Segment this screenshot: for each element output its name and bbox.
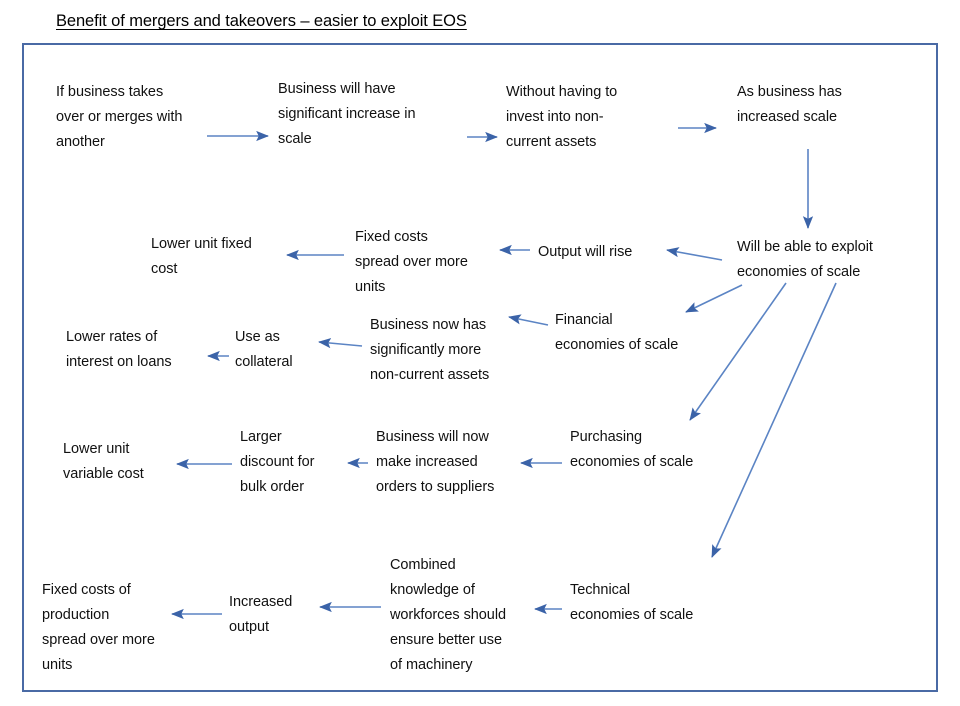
node-n8: Lower unit fixed cost <box>151 236 252 277</box>
node-n19: Increased output <box>229 594 293 635</box>
node-n13: Purchasing economies of scale <box>570 429 694 470</box>
node-n7: Fixed costs spread over more units <box>355 229 468 295</box>
node-n20: Fixed costs of production spread over mo… <box>42 582 155 673</box>
node-n14: Business will now make increased orders … <box>376 429 495 495</box>
node-n17: Technical economies of scale <box>570 582 694 623</box>
page-title: Benefit of mergers and takeovers – easie… <box>56 12 467 30</box>
node-n3: Without having to invest into non- curre… <box>506 84 618 150</box>
node-n1: If business takes over or merges with an… <box>56 84 183 150</box>
node-n15: Larger discount for bulk order <box>240 429 315 495</box>
node-n9: Financial economies of scale <box>555 312 679 353</box>
node-n6: Output will rise <box>538 244 633 260</box>
node-n12: Lower rates of interest on loans <box>66 329 172 370</box>
node-n11: Use as collateral <box>235 329 293 370</box>
node-n5: Will be able to exploit economies of sca… <box>737 239 873 280</box>
node-n2: Business will have significant increase … <box>278 81 416 147</box>
node-n16: Lower unit variable cost <box>63 441 144 482</box>
node-n4: As business has increased scale <box>737 84 842 125</box>
node-n18: Combined knowledge of workforces should … <box>390 557 507 673</box>
node-n10: Business now has significantly more non-… <box>370 317 490 383</box>
